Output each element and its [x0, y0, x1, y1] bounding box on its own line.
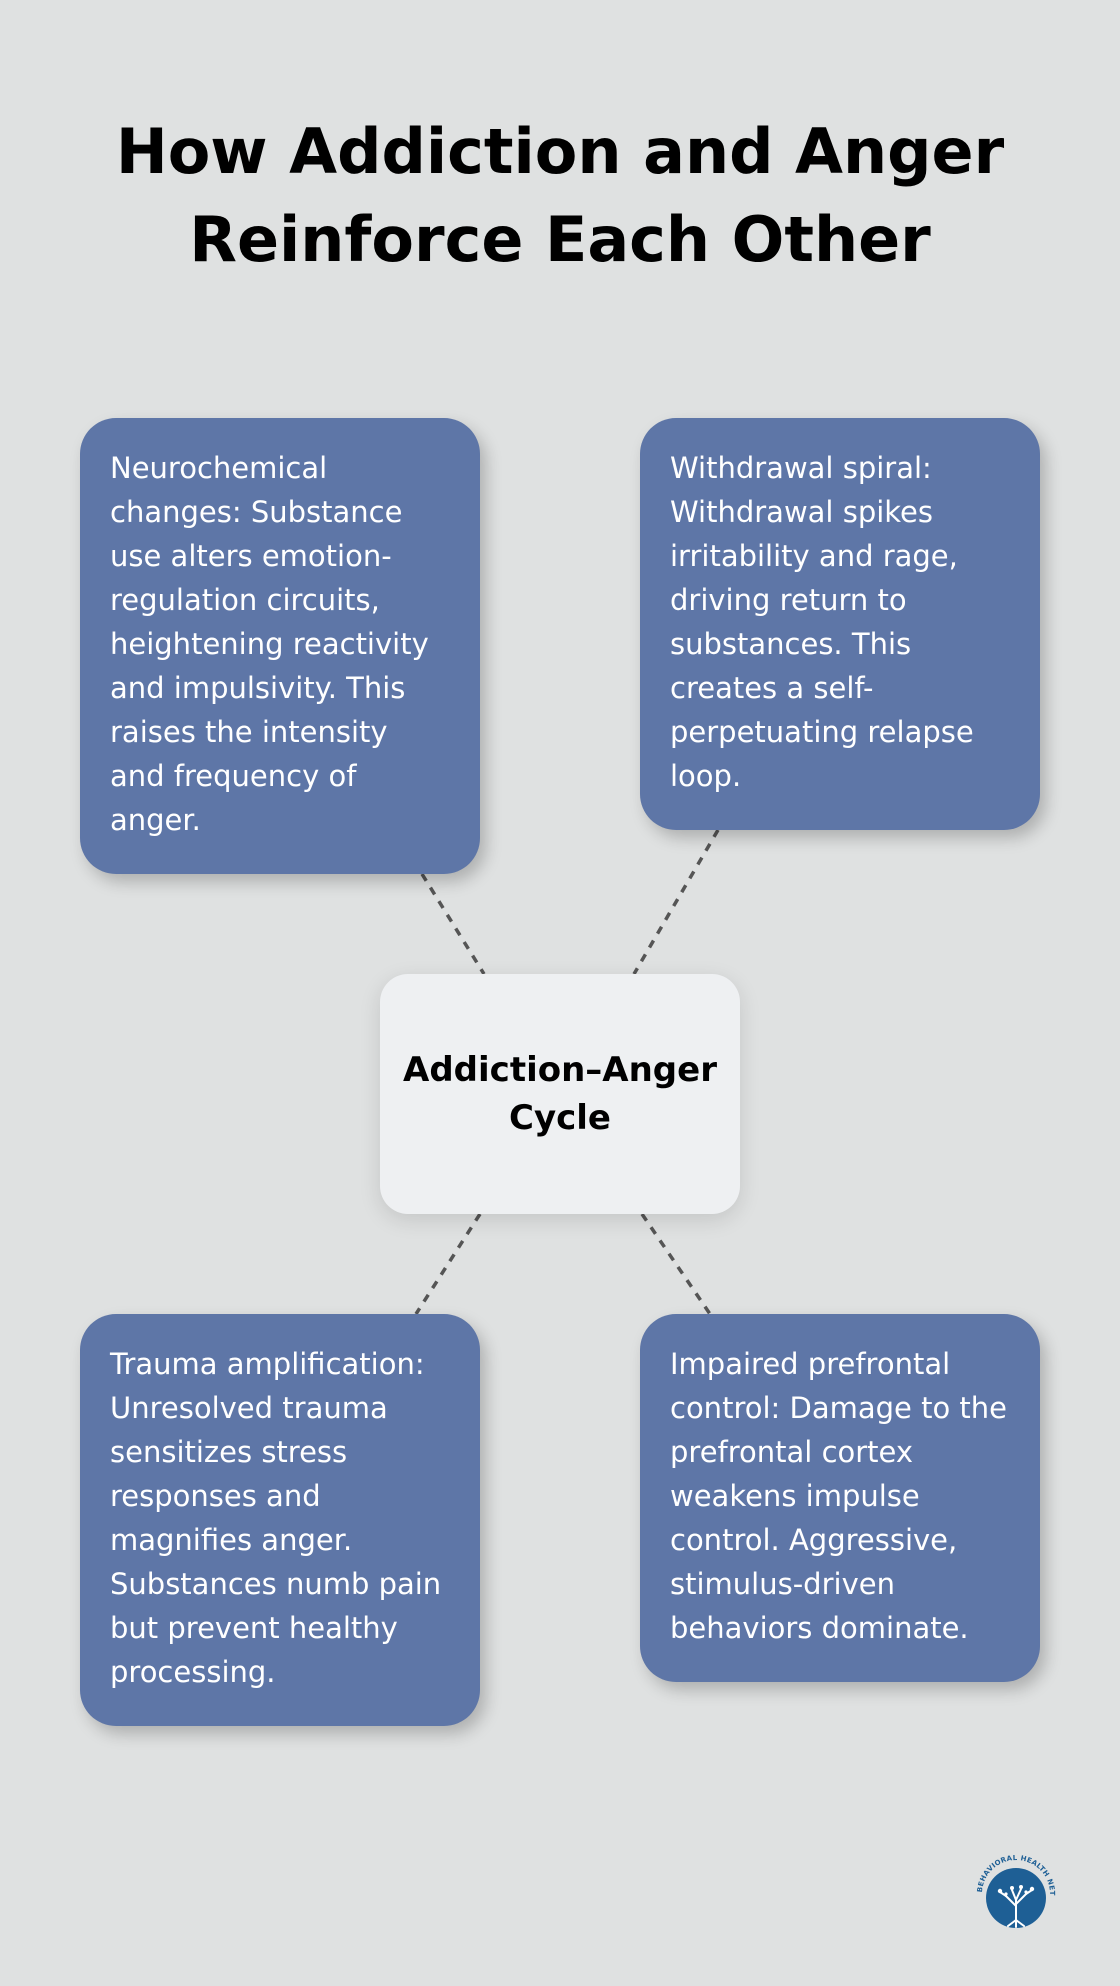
title-line-2: Reinforce Each Other	[189, 203, 931, 276]
card-trauma-amplification: Trauma amplification: Unresolved trauma …	[80, 1314, 480, 1726]
connector-bottom-left	[414, 1213, 482, 1315]
connector-top-right	[632, 829, 720, 975]
card-neurochemical-changes: Neurochemical changes: Substance use alt…	[80, 418, 480, 874]
page-title: How Addiction and Anger Reinforce Each O…	[0, 108, 1120, 284]
center-node: Addiction–Anger Cycle	[380, 974, 740, 1214]
connector-top-left	[420, 873, 486, 975]
title-line-1: How Addiction and Anger	[115, 115, 1005, 188]
center-node-label: Addiction–Anger Cycle	[403, 1050, 717, 1138]
logo-icon: AMITY BEHAVIORAL HEALTH NETWORK	[970, 1848, 1056, 1928]
card-withdrawal-spiral: Withdrawal spiral: Withdrawal spikes irr…	[640, 418, 1040, 830]
card-impaired-prefrontal-control: Impaired prefrontal control: Damage to t…	[640, 1314, 1040, 1682]
connector-bottom-right	[640, 1213, 712, 1315]
